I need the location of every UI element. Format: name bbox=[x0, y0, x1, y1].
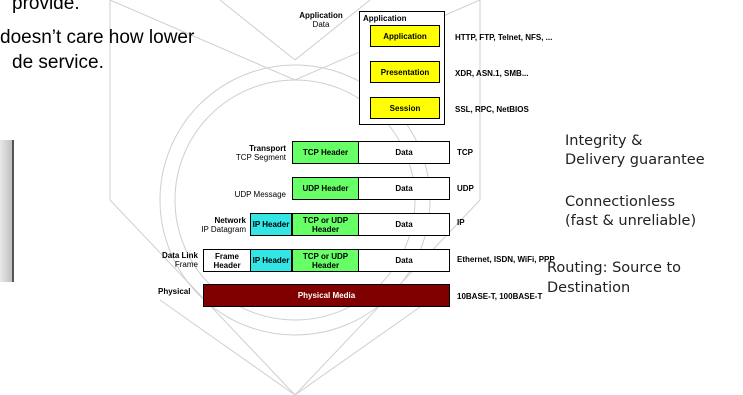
layer-datalink-label: Data Link Frame bbox=[140, 251, 198, 269]
tcp-header-box: TCP Header bbox=[292, 141, 359, 164]
left-text-line-1: provide. bbox=[12, 0, 80, 14]
protocols-physical: 10BASE-T, 100BASE-T bbox=[457, 292, 543, 301]
layer-network-unit: IP Datagram bbox=[201, 225, 246, 234]
tcp-data-box: Data bbox=[358, 141, 450, 164]
application-stack-title: Application bbox=[363, 14, 407, 23]
udp-data-box: Data bbox=[358, 177, 450, 200]
application-sublayer-box: Application bbox=[370, 25, 440, 47]
layer-network-name: Network bbox=[214, 216, 246, 225]
udp-header-box: UDP Header bbox=[292, 177, 359, 200]
layer-application-unit: Data bbox=[312, 20, 330, 29]
physical-media-box: Physical Media bbox=[203, 284, 450, 307]
note-connectionless-line-1: Connectionless bbox=[565, 194, 676, 210]
protocols-udp: UDP bbox=[457, 184, 474, 193]
layer-application-name: Application bbox=[299, 11, 343, 20]
session-sublayer-box: Session bbox=[370, 97, 440, 119]
ip-header-box: IP Header bbox=[250, 213, 292, 236]
layer-transport-label: Transport TCP Segment bbox=[190, 144, 286, 162]
left-text-line-2: doesn’t care how lower bbox=[0, 27, 195, 48]
note-routing-line-1: Routing: Source to bbox=[547, 260, 682, 276]
layer-transport-name: Transport bbox=[249, 144, 286, 153]
protocols-presentation: XDR, ASN.1, SMB... bbox=[455, 69, 529, 78]
layer-udp-unit: UDP Message bbox=[234, 190, 286, 199]
protocols-tcp: TCP bbox=[457, 148, 473, 157]
protocols-session: SSL, RPC, NetBIOS bbox=[455, 105, 529, 114]
layer-physical-name: Physical bbox=[158, 287, 191, 296]
layer-physical-label: Physical bbox=[158, 287, 190, 296]
left-picture-edge bbox=[0, 140, 14, 282]
note-routing-line-2: Destination bbox=[547, 280, 631, 296]
layer-application-label: Application Data bbox=[285, 11, 357, 29]
protocols-datalink: Ethernet, ISDN, WiFi, PPP bbox=[457, 255, 555, 264]
layer-transport-unit: TCP Segment bbox=[235, 153, 286, 162]
protocols-ip: IP bbox=[457, 218, 465, 227]
frame-header-box: Frame Header bbox=[203, 249, 251, 272]
network-data-box: Data bbox=[358, 213, 450, 236]
protocols-application: HTTP, FTP, Telnet, NFS, ... bbox=[455, 33, 553, 42]
datalink-data-box: Data bbox=[358, 249, 450, 272]
network-transport-header-box: TCP or UDP Header bbox=[292, 213, 359, 236]
datalink-transport-header-box: TCP or UDP Header bbox=[292, 249, 359, 272]
note-connectionless-line-2: (fast & unreliable) bbox=[565, 213, 697, 229]
layer-datalink-name: Data Link bbox=[161, 251, 198, 260]
datalink-ip-header-box: IP Header bbox=[250, 249, 292, 272]
layer-udp-label: UDP Message bbox=[190, 190, 286, 199]
presentation-sublayer-box: Presentation bbox=[370, 61, 440, 83]
note-integrity-line-2: Delivery guarantee bbox=[565, 152, 705, 168]
note-integrity-line-1: Integrity & bbox=[565, 133, 643, 149]
layer-network-label: Network IP Datagram bbox=[176, 216, 246, 234]
layer-datalink-unit: Frame bbox=[174, 260, 198, 269]
left-text-line-3: de service. bbox=[12, 52, 104, 73]
